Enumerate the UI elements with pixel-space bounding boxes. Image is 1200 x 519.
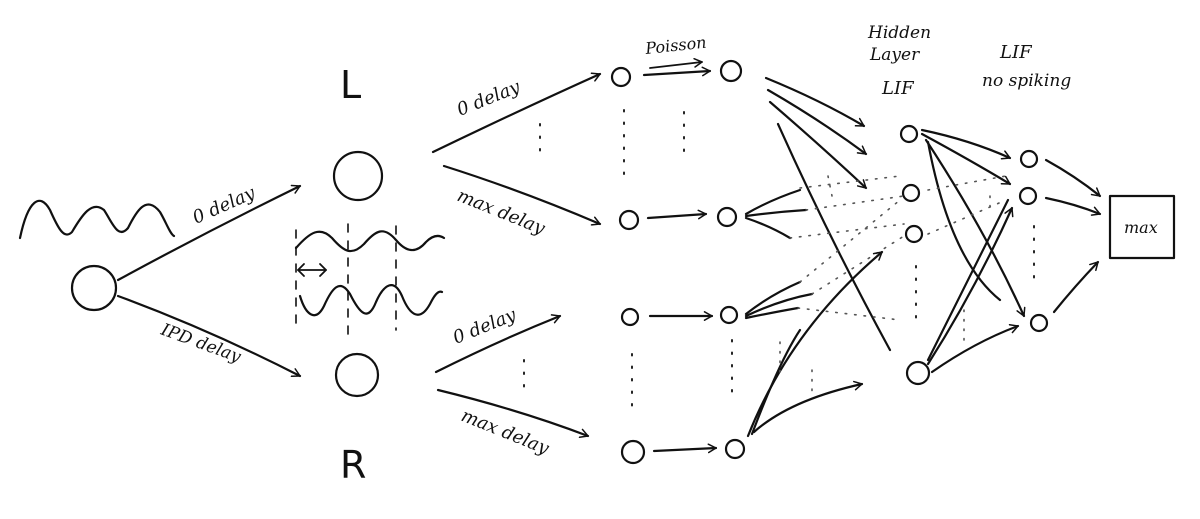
output-neuron-3	[1029, 313, 1049, 333]
delay-neuron-right-0	[620, 307, 640, 327]
hidden-lif-label: LIF	[881, 78, 915, 99]
poisson-neuron-1	[719, 59, 743, 83]
hidden-layer-label-line2: Layer	[869, 45, 920, 65]
zero-delay-arrow	[116, 184, 302, 282]
source-neuron	[70, 264, 118, 312]
left-max-delay-label: max delay	[454, 185, 548, 239]
left-max-delay-arrow	[442, 164, 602, 226]
poisson-arrow-1	[642, 66, 712, 77]
right-ear-neuron	[334, 352, 380, 398]
poisson-neuron-4	[724, 438, 746, 460]
output-no-spiking-label: no spiking	[982, 71, 1071, 91]
delay-neuron-right-max	[620, 439, 646, 465]
delay-neuron-left-0	[610, 66, 632, 88]
poisson-neuron-3	[719, 305, 739, 325]
left-zero-delay-arrow	[431, 72, 602, 154]
output-to-max-arrow-1	[1044, 158, 1102, 198]
poisson-arrow-4	[652, 443, 718, 454]
left-sine-wave	[294, 230, 446, 253]
poisson-label: Poisson	[643, 33, 707, 58]
right-sine-wave	[298, 284, 444, 317]
poisson-neuron-2	[716, 206, 738, 228]
right-max-delay-arrow	[436, 388, 590, 438]
hidden-to-output-connections	[920, 128, 1026, 374]
left-ear-label: L	[340, 63, 361, 107]
poisson-to-hidden-connections	[744, 76, 905, 438]
delay-neuron-left-max	[618, 209, 640, 231]
hidden-layer-label-line1: Hidden	[867, 23, 931, 43]
input-sine-wave	[18, 199, 176, 240]
hidden-neuron-3	[904, 224, 924, 244]
ipd-delay-label: IPD delay	[157, 320, 243, 368]
hidden-neuron-1	[899, 124, 919, 144]
ipd-delay-arrow	[116, 294, 302, 378]
poisson-arrow-2	[646, 209, 708, 220]
hidden-neuron-4	[905, 360, 931, 386]
right-zero-delay-arrow	[434, 314, 562, 374]
max-box	[1108, 194, 1176, 260]
hidden-neuron-2	[901, 183, 921, 203]
left-ear-neuron	[332, 150, 384, 202]
right-ear-label: R	[340, 443, 366, 487]
output-to-max-arrow-3	[1052, 260, 1100, 314]
input-zero-delay-label: 0 delay	[189, 182, 259, 228]
phase-shift-arrow-icon	[297, 263, 327, 277]
output-lif-label: LIF	[999, 42, 1033, 63]
right-zero-delay-label: 0 delay	[450, 304, 520, 349]
output-neuron-2	[1018, 186, 1038, 206]
output-to-max-arrow-2	[1044, 196, 1102, 216]
output-neuron-1	[1019, 149, 1039, 169]
right-max-delay-label: max delay	[458, 405, 552, 459]
poisson-label-arrow	[649, 57, 703, 69]
max-box-label: max	[1124, 218, 1158, 237]
